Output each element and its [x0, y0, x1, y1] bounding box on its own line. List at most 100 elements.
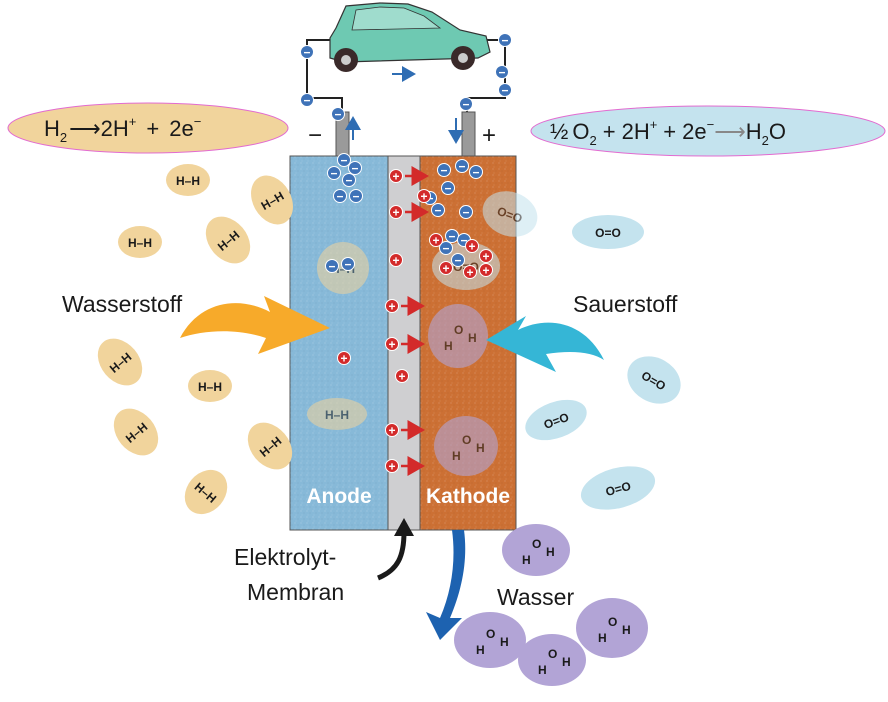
- h2-molecule: H–H: [307, 398, 367, 430]
- proton: +: [337, 351, 351, 366]
- electron: −: [325, 259, 339, 274]
- svg-text:−: −: [501, 34, 508, 48]
- proton: +: [479, 263, 493, 278]
- electron: −: [300, 45, 314, 60]
- h2-molecule: H–H: [166, 164, 210, 196]
- water-oxygen-atom: O: [462, 433, 471, 447]
- proton: +: [385, 299, 399, 314]
- water-oxygen-atom: O: [532, 537, 541, 551]
- proton: +: [389, 205, 403, 220]
- svg-text:−: −: [344, 258, 351, 272]
- svg-text:−: −: [330, 167, 337, 181]
- svg-text:+: +: [340, 352, 347, 366]
- svg-text:+: +: [466, 266, 473, 280]
- h2-formula: H–H: [198, 380, 222, 394]
- water-hydrogen-atom: H: [522, 553, 531, 567]
- svg-text:+: +: [420, 190, 427, 204]
- water-molecule: OHH: [502, 524, 570, 576]
- svg-text:−: −: [334, 108, 341, 122]
- svg-text:+: +: [392, 254, 399, 268]
- electron: −: [441, 181, 455, 196]
- svg-text:−: −: [460, 234, 467, 248]
- proton: +: [385, 423, 399, 438]
- electron: −: [342, 173, 356, 188]
- proton: +: [479, 249, 493, 264]
- svg-text:−: −: [454, 254, 461, 268]
- svg-text:+: +: [392, 170, 399, 184]
- svg-text:+: +: [442, 262, 449, 276]
- proton: +: [385, 459, 399, 474]
- proton: +: [385, 337, 399, 352]
- o2-formula: O=O: [604, 479, 632, 499]
- h2-molecule: H–H: [205, 216, 251, 264]
- electron: −: [459, 97, 473, 112]
- cathode-equation-bubble: [530, 105, 886, 157]
- cathode-terminal: [461, 111, 476, 161]
- electron: −: [451, 253, 465, 268]
- proton: +: [389, 253, 403, 268]
- svg-text:−: −: [352, 190, 359, 204]
- svg-text:−: −: [440, 164, 447, 178]
- electron: −: [495, 65, 509, 80]
- o2-molecule: O=O: [482, 191, 538, 237]
- proton: +: [463, 265, 477, 280]
- electron: −: [459, 205, 473, 220]
- water-hydrogen-atom: H: [562, 655, 571, 669]
- h2-molecule: H–H: [247, 422, 293, 470]
- svg-text:−: −: [462, 206, 469, 220]
- svg-text:−: −: [442, 242, 449, 256]
- svg-text:−: −: [303, 46, 310, 60]
- svg-text:−: −: [472, 166, 479, 180]
- electron: −: [439, 241, 453, 256]
- h2-formula: H–H: [325, 408, 349, 422]
- water-oxygen-atom: O: [608, 615, 617, 629]
- electron: −: [341, 257, 355, 272]
- svg-text:−: −: [336, 190, 343, 204]
- membrane-label-2: Membran: [247, 579, 344, 605]
- h2-molecule: H–H: [97, 338, 143, 386]
- electron: −: [333, 189, 347, 204]
- svg-text:+: +: [482, 250, 489, 264]
- water-molecule: OHH: [454, 612, 526, 668]
- minus-terminal-label: −: [308, 122, 322, 149]
- proton: +: [429, 233, 443, 248]
- water-molecule: OHH: [434, 416, 498, 476]
- electron: −: [348, 161, 362, 176]
- car-icon: [329, 2, 491, 82]
- h2-formula: H–H: [176, 174, 200, 188]
- proton: +: [395, 369, 409, 384]
- svg-text:−: −: [328, 260, 335, 274]
- water-oxygen-atom: O: [548, 647, 557, 661]
- electron: −: [300, 93, 314, 108]
- plus-terminal-label: +: [482, 122, 496, 149]
- svg-text:−: −: [448, 230, 455, 244]
- electron: −: [469, 165, 483, 180]
- oxygen-label: Sauerstoff: [573, 291, 678, 317]
- h2-molecule: H–H: [118, 226, 162, 258]
- water-hydrogen-atom: H: [538, 663, 547, 677]
- svg-text:−: −: [458, 160, 465, 174]
- oxygen-inflow-arrow: [486, 316, 604, 372]
- svg-text:+: +: [388, 300, 395, 314]
- water-molecule: OH H: [576, 598, 648, 658]
- water-hydrogen-atom: H: [622, 623, 631, 637]
- svg-text:+: +: [398, 370, 405, 384]
- svg-text:+: +: [388, 424, 395, 438]
- water-hydrogen-atom: H: [468, 331, 477, 345]
- water-hydrogen-atom: H: [598, 631, 607, 645]
- svg-text:−: −: [434, 204, 441, 218]
- water-outflow-arrow: [426, 530, 466, 640]
- svg-text:+: +: [392, 206, 399, 220]
- svg-text:+: +: [388, 460, 395, 474]
- cathode-label: Kathode: [426, 485, 510, 508]
- h2-molecule: H–H: [251, 175, 293, 225]
- water-label: Wasser: [497, 584, 574, 610]
- membrane-label-1: Elektrolyt-: [234, 544, 336, 570]
- svg-text:+: +: [468, 240, 475, 254]
- svg-text:−: −: [345, 174, 352, 188]
- membrane-pointer-arrow: [376, 531, 407, 581]
- svg-text:+: +: [432, 234, 439, 248]
- o2-molecule: O=O: [580, 466, 656, 510]
- svg-text:−: −: [498, 66, 505, 80]
